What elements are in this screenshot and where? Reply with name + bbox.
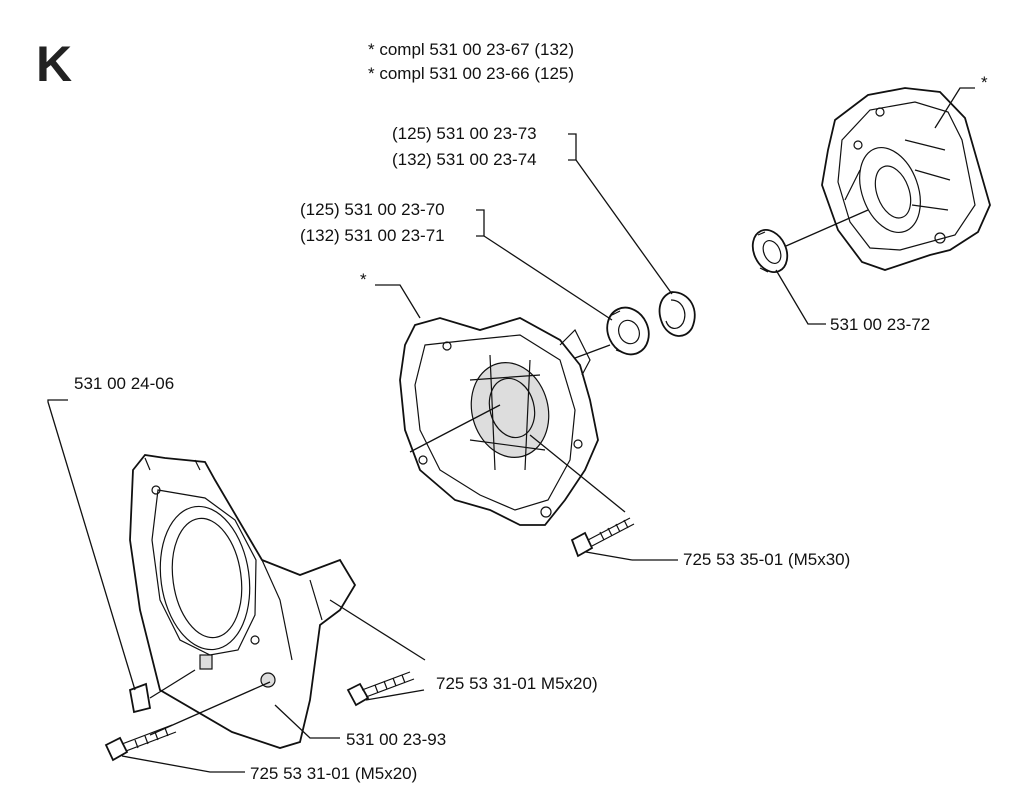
label-cover: 531 00 23-93 <box>346 730 447 749</box>
clip-part <box>128 682 152 714</box>
label-screw-bottom: 725 53 31-01 (M5x20) <box>250 764 418 783</box>
seal-ring <box>658 291 696 337</box>
section-letter: K <box>36 36 73 92</box>
bearing-right <box>751 229 789 273</box>
crankcase-half-right <box>821 87 991 271</box>
crankcase-half-middle <box>399 317 599 526</box>
label-clip: 531 00 24-06 <box>74 374 175 393</box>
screw-m5x30 <box>570 517 635 558</box>
cylinder-cover <box>129 454 357 749</box>
bearing-middle <box>606 306 650 356</box>
label-screw-mid: 725 53 31-01 M5x20) <box>436 674 598 693</box>
label-bearing-132: (132) 531 00 23-71 <box>300 226 445 245</box>
screw-bottom <box>104 724 177 762</box>
label-bearing-125: (125) 531 00 23-70 <box>300 200 445 219</box>
screw-mid <box>346 671 415 707</box>
asterisk-mid: * <box>360 270 367 289</box>
label-seal-125: (125) 531 00 23-73 <box>392 124 537 143</box>
note-compl-132: * compl 531 00 23-67 (132) <box>368 40 575 59</box>
note-compl-125: * compl 531 00 23-66 (125) <box>368 64 575 83</box>
label-seal-132: (132) 531 00 23-74 <box>392 150 537 169</box>
label-bearing-right: 531 00 23-72 <box>830 315 931 334</box>
label-screw-m5x30: 725 53 35-01 (M5x30) <box>683 550 851 569</box>
asterisk-right: * <box>981 73 988 92</box>
